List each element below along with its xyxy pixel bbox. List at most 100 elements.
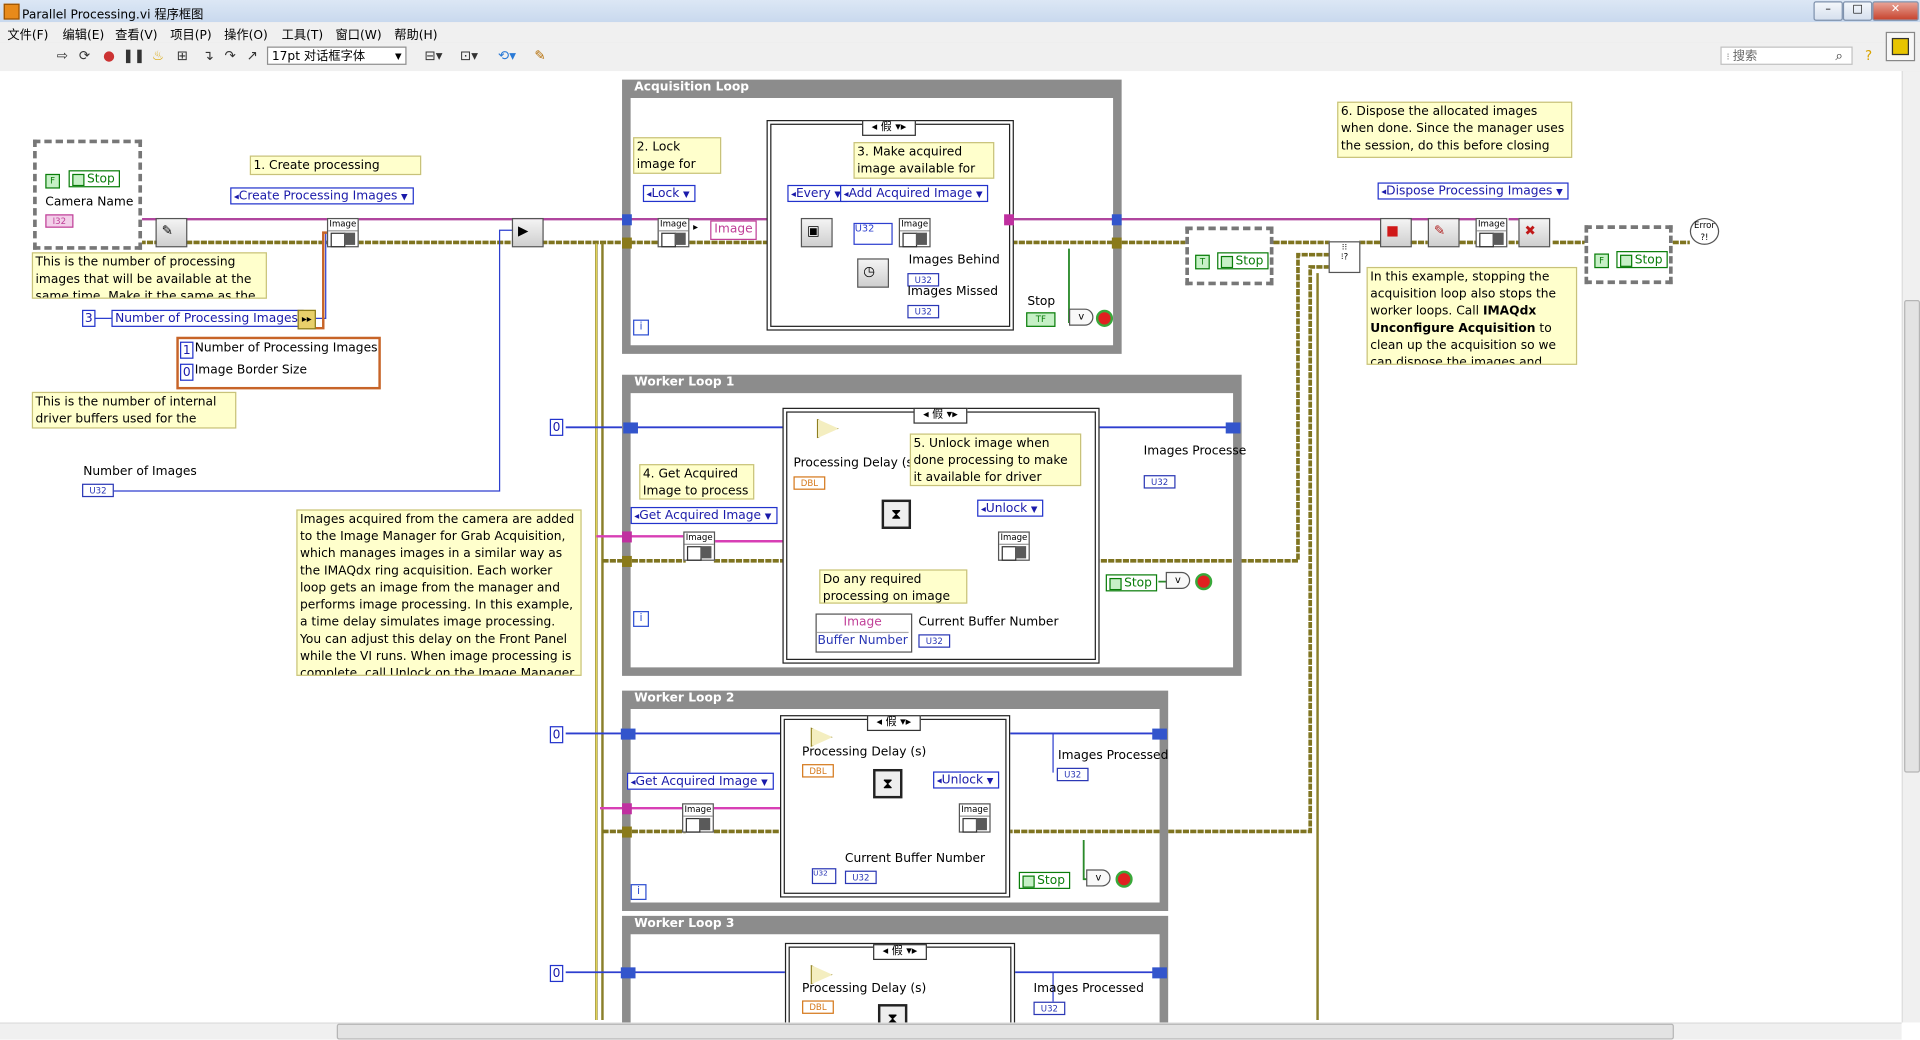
menu-window[interactable]: 窗口(W)	[335, 29, 382, 43]
number-of-images-control[interactable]: U32	[82, 483, 114, 498]
worker1-zero-constant[interactable]: 0	[549, 418, 564, 436]
merge-errors-node[interactable]: ⁝⁝⁝?	[1328, 241, 1361, 274]
worker3-processing-delay-control[interactable]: DBL	[802, 1000, 834, 1014]
menu-file[interactable]: 文件(F)	[7, 29, 49, 43]
menu-tools[interactable]: 工具(T)	[281, 29, 324, 43]
worker-loop-1[interactable]: Worker Loop 1	[622, 374, 1242, 676]
every-selector[interactable]: ◂Every▼	[787, 184, 848, 203]
stop-boolean-false[interactable]: F	[45, 173, 61, 189]
worker2-processing-delay-control[interactable]: DBL	[802, 764, 834, 778]
close-window-button[interactable]: ✕	[1872, 1, 1919, 21]
worker2-get-acquired-selector[interactable]: ◂Get Acquired Image▼	[626, 772, 774, 790]
acq-stop-control[interactable]: TF	[1026, 312, 1056, 327]
worker3-images-processed-indicator[interactable]: U32	[1033, 1001, 1066, 1016]
image-manager-add-subvi[interactable]: Image	[898, 217, 931, 248]
acq-stop-local[interactable]: Stop	[1217, 252, 1269, 270]
worker2-stop-control[interactable]: Stop	[1018, 871, 1070, 889]
align-objects-icon[interactable]: ⊟▾	[424, 47, 443, 64]
camera-name-control[interactable]: I32	[45, 214, 74, 228]
image-manager-lock-subvi[interactable]: Image	[657, 217, 690, 248]
zero-constant-border[interactable]: 0	[180, 363, 194, 381]
worker1-case-selector[interactable]: ◂ 假 ▾▸	[913, 407, 968, 424]
worker1-images-processed-indicator[interactable]: U32	[1143, 475, 1176, 489]
reorder-icon[interactable]: ⟲▾	[497, 47, 516, 64]
search-input[interactable]: ⁝ 搜索	[1720, 46, 1853, 65]
acq-case-selector[interactable]: ◂ 假 ▾▸	[862, 120, 916, 136]
worker2-images-processed-indicator[interactable]: U32	[1056, 767, 1089, 782]
clean-up-diagram-icon[interactable]: ✎	[534, 47, 546, 64]
distribute-objects-icon[interactable]: ⊡▾	[459, 47, 479, 64]
step-out-icon[interactable]: ↗	[246, 47, 258, 64]
worker1-get-acquired-selector[interactable]: ◂Get Acquired Image▼	[630, 506, 778, 525]
menu-view[interactable]: 查看(V)	[115, 29, 158, 43]
menu-edit[interactable]: 编辑(E)	[62, 29, 105, 43]
context-help-icon[interactable]	[1885, 31, 1916, 62]
acq-image-indicator[interactable]: Image	[710, 220, 757, 241]
imaqdx-get-attribute-node[interactable]: ◷	[857, 258, 889, 288]
imaqdx-configure-grab-node[interactable]: ▶	[511, 217, 544, 248]
step-into-icon[interactable]: ↴	[202, 47, 214, 64]
maximize-button[interactable]: □	[1842, 1, 1873, 21]
menu-project[interactable]: 项目(P)	[170, 29, 212, 43]
one-constant[interactable]: 1	[180, 341, 194, 359]
images-missed-indicator[interactable]: U32	[907, 304, 940, 319]
run-continuously-icon[interactable]: ⟳	[78, 47, 91, 64]
help-icon[interactable]: ?	[1865, 47, 1873, 64]
horizontal-scrollbar-thumb[interactable]	[336, 1023, 1674, 1040]
stop-constant[interactable]: Stop	[68, 170, 120, 188]
search-icon[interactable]: ⌕	[1835, 47, 1843, 64]
pause-icon[interactable]: ❚❚	[122, 47, 146, 64]
imaqdx-close-camera-node[interactable]: ✖	[1518, 217, 1551, 248]
menu-help[interactable]: 帮助(H)	[394, 29, 438, 43]
vertical-scrollbar-thumb[interactable]	[1904, 300, 1920, 773]
minimize-button[interactable]: –	[1813, 1, 1843, 21]
worker1-processing-delay-control[interactable]: DBL	[793, 476, 826, 490]
worker2-unlock-subvi[interactable]: Image	[958, 803, 991, 833]
acq-loop-right-error-tunnel	[1111, 237, 1122, 249]
worker2-case-selector[interactable]: ◂ 假 ▾▸	[866, 715, 921, 732]
images-behind-indicator[interactable]: U32	[907, 273, 940, 287]
acq-loop-tunnel	[622, 214, 632, 226]
worker3-case-selector[interactable]: ◂ 假 ▾▸	[873, 944, 927, 961]
imaqdx-open-camera-node[interactable]: ✎	[155, 217, 188, 248]
worker2-get-image-subvi[interactable]: Image	[682, 803, 714, 833]
abort-icon[interactable]: ●	[103, 47, 115, 64]
final-stop-local[interactable]: Stop	[1616, 251, 1668, 269]
dispose-processing-images-selector[interactable]: ◂Dispose Processing Images▼	[1377, 182, 1569, 200]
worker-loop-2[interactable]: Worker Loop 2	[622, 690, 1169, 912]
worker2-current-buffer-indicator[interactable]: U32	[844, 870, 877, 885]
worker3-zero-constant[interactable]: 0	[549, 964, 564, 983]
image-manager-dispose-subvi[interactable]: Image	[1475, 217, 1508, 248]
add-acquired-image-selector[interactable]: ◂Add Acquired Image▼	[840, 184, 989, 203]
error-out-indicator[interactable]: Error?!	[1689, 217, 1720, 245]
step-over-icon[interactable]: ↷	[224, 47, 236, 64]
acq-stop-label: Stop	[1027, 295, 1056, 309]
worker1-unlock-selector[interactable]: ◂Unlock▼	[977, 499, 1044, 517]
run-icon[interactable]: ⇨	[56, 47, 69, 64]
create-processing-images-selector[interactable]: ◂Create Processing Images▼	[230, 187, 414, 205]
worker2-zero-constant[interactable]: 0	[549, 726, 564, 744]
worker1-stop-control[interactable]: Stop	[1105, 574, 1157, 592]
bundle-node[interactable]: ▸▸	[297, 309, 316, 330]
imaqdx-grab-node[interactable]: ▣	[800, 217, 833, 248]
worker2-image-tunnel	[622, 803, 632, 815]
block-diagram-canvas[interactable]: F Stop Camera Name I32 ✎ 1. Create proce…	[0, 71, 1902, 1023]
menu-operate[interactable]: 操作(O)	[224, 29, 268, 43]
acq-stop-boolean-true[interactable]: T	[1195, 254, 1210, 270]
image-manager-create-subvi[interactable]: Image	[326, 217, 359, 248]
worker1-unlock-subvi[interactable]: Image	[997, 531, 1030, 561]
three-constant[interactable]: 3	[82, 309, 96, 327]
retain-wire-values-icon[interactable]: ⊞	[176, 47, 189, 64]
imaqdx-unconfigure-node[interactable]: ✎	[1427, 217, 1460, 248]
worker1-get-image-subvi[interactable]: Image	[683, 531, 716, 561]
worker1-current-buffer-indicator[interactable]: U32	[918, 634, 951, 648]
highlight-execution-icon[interactable]: ♨	[151, 47, 165, 64]
number-of-processing-images-selector[interactable]: Number of Processing Images	[111, 309, 305, 327]
final-stop-boolean-false[interactable]: F	[1594, 253, 1609, 269]
font-select[interactable]: 17pt 对话框字体▼	[266, 46, 407, 65]
worker3-processing-delay-label: Processing Delay (s)	[802, 982, 927, 996]
lock-selector[interactable]: ◂Lock▼	[642, 184, 696, 203]
imaqdx-stop-acquisition-node[interactable]: ■	[1380, 217, 1412, 248]
worker2-unlock-selector[interactable]: ◂Unlock▼	[933, 771, 1000, 789]
camera-name-label: Camera Name	[45, 195, 134, 210]
